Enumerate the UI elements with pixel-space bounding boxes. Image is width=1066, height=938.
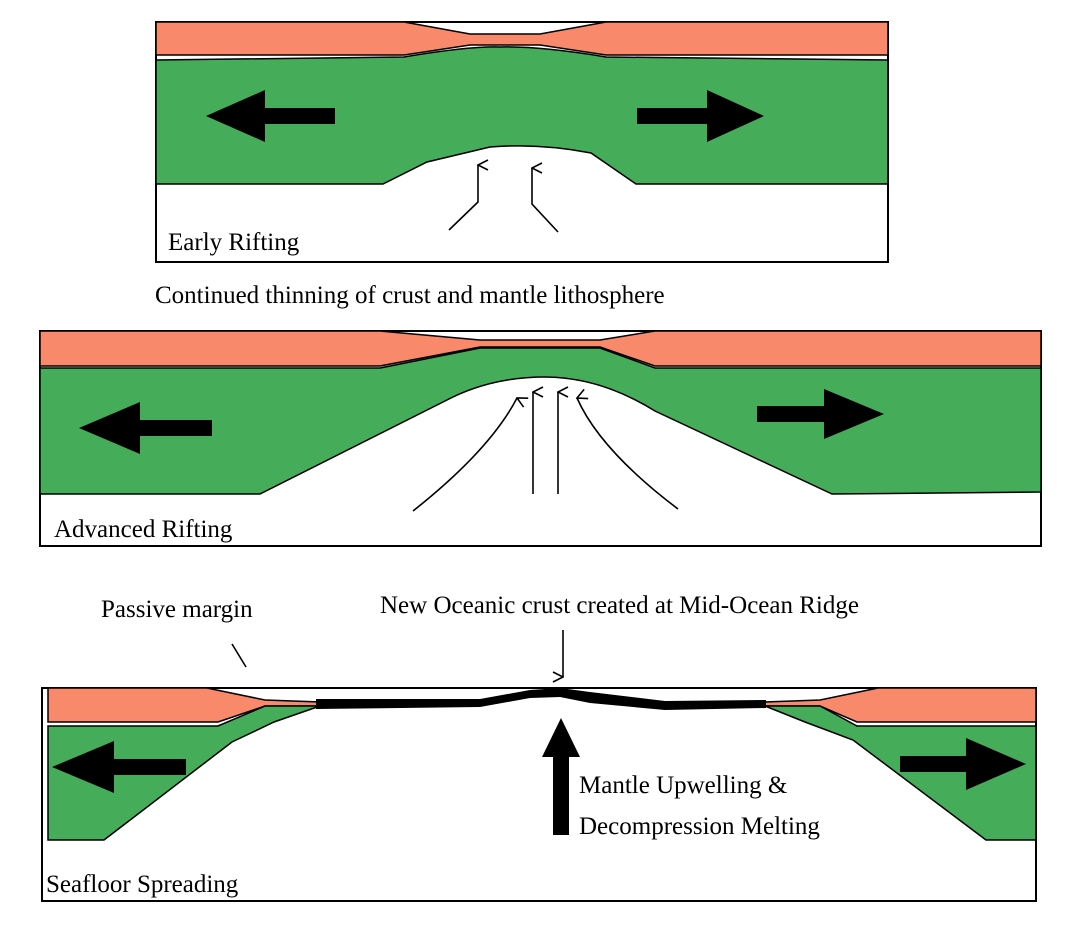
thinning-caption: Continued thinning of crust and mantle l…: [155, 282, 665, 309]
early-upwelling-arrow-right: [532, 168, 559, 233]
mantle-upwelling-label: Mantle Upwelling &: [579, 772, 787, 799]
seafloor-right-extension-arrow: [900, 738, 1026, 790]
advanced-right-extension-arrow: [757, 389, 884, 439]
early-continental-crust: [155, 21, 889, 56]
new-oceanic-crust-label: New Oceanic crust created at Mid-Ocean R…: [380, 592, 859, 619]
early-mantle-lithosphere: [155, 46, 889, 185]
passive-margin-label: Passive margin: [101, 596, 253, 623]
seafloor-spreading-label: Seafloor Spreading: [46, 871, 239, 898]
advanced-continental-crust: [39, 330, 1042, 367]
passive-margin-pointer: [231, 643, 247, 668]
seafloor-spreading-frame: [41, 687, 1037, 902]
new-oceanic-crust: [316, 688, 766, 710]
advanced-upwelling-arrow-outer-right: [577, 398, 679, 510]
early-rifting-panel: Early Rifting: [155, 21, 889, 263]
advanced-upwelling-arrow-outer-left: [412, 398, 517, 512]
advanced-rifting-panel: Advanced Rifting: [39, 330, 1042, 547]
early-left-extension-arrow: [206, 90, 335, 142]
advanced-mantle-lithosphere: [39, 347, 1042, 495]
decompression-melting-label: Decompression Melting: [579, 813, 820, 840]
early-upwelling-arrow-left: [448, 165, 478, 231]
mantle-upwelling-arrow: [542, 718, 580, 835]
early-rifting-label: Early Rifting: [168, 229, 300, 256]
seafloor-spreading-panel: Seafloor Spreading: [41, 630, 1037, 902]
seafloor-left-extension-arrow: [52, 741, 186, 793]
advanced-rifting-label: Advanced Rifting: [54, 516, 233, 543]
advanced-left-extension-arrow: [79, 402, 212, 454]
early-right-extension-arrow: [637, 90, 764, 142]
